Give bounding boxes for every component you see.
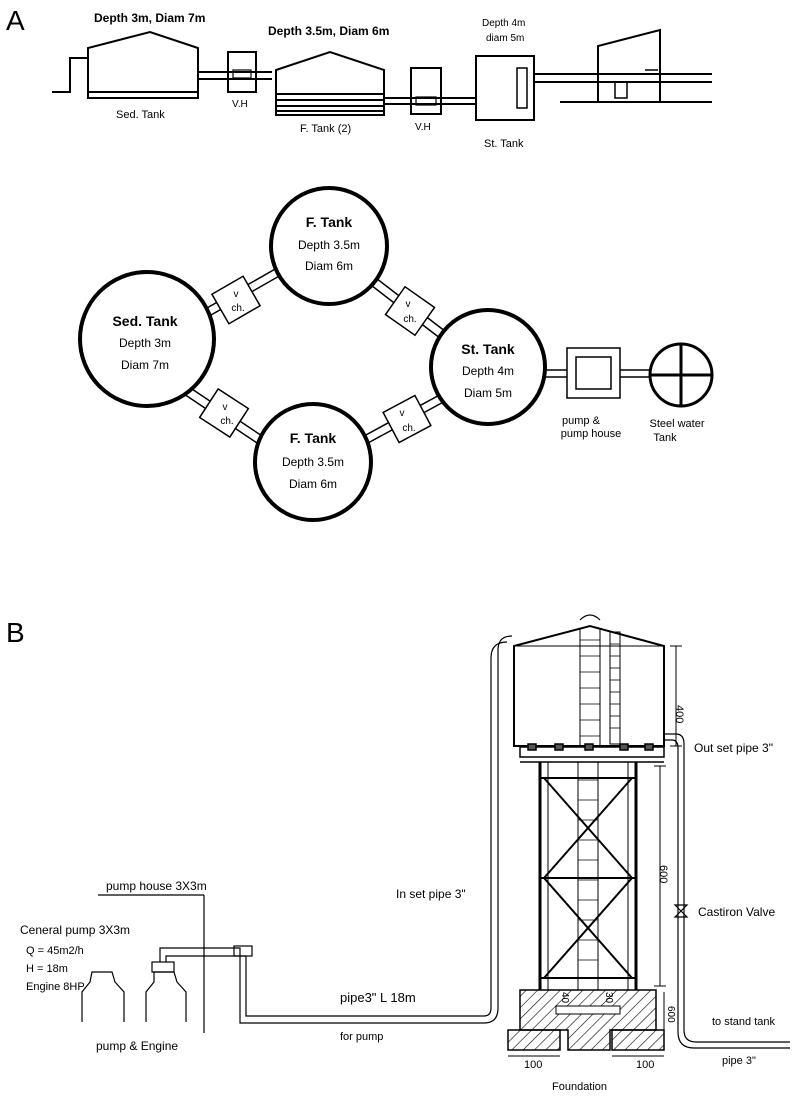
dim-30: 30 [603, 992, 614, 1004]
pipe-length-label: pipe3" L 18m [340, 990, 416, 1005]
st-tank-depth: Depth 4m [462, 364, 514, 378]
pump-label-2: pump house [561, 428, 622, 440]
pump-house-plan [566, 347, 621, 399]
ladder-rungs [578, 639, 620, 961]
valve-4-ch: ch. [402, 423, 415, 434]
pipe3-label: pipe 3" [722, 1055, 756, 1067]
panel-a-label: A [6, 5, 25, 36]
inlet-pipe-b [159, 635, 513, 1024]
valve-house-1 [227, 51, 257, 93]
sed-tank-name: Sed. Tank [112, 313, 177, 329]
dim-600b: 600 [665, 1006, 676, 1023]
valve-1-v: v [234, 289, 239, 300]
dim-100b: 100 [636, 1059, 654, 1071]
dimension-lines [508, 645, 682, 1057]
sed-tank-dims: Depth 3m, Diam 7m [94, 11, 205, 25]
valve-chamber-4 [382, 394, 432, 444]
sed-tank-depth: Depth 3m [119, 336, 171, 350]
f-tank-dims: Depth 3.5m, Diam 6m [268, 24, 389, 38]
f-tank-top-circle [269, 186, 389, 306]
for-pump-label: for pump [340, 1031, 383, 1043]
water-tower [507, 614, 665, 1051]
panel-b-labels: pump house 3X3m Ceneral pump 3X3m Q = 45… [20, 705, 775, 1093]
f-tank-bottom-circle [253, 402, 373, 522]
sed-tank-circle [78, 270, 216, 408]
central-pump-label: Ceneral pump 3X3m [20, 923, 130, 937]
f-tank-bottom-diam: Diam 6m [289, 477, 337, 491]
profile-labels: Depth 3m, Diam 7m Sed. Tank V.H Depth 3.… [94, 11, 525, 150]
dim-600a: 600 [657, 865, 669, 883]
dim-40: 40 [559, 992, 570, 1004]
valve-2-ch: ch. [403, 314, 416, 325]
f-tank-label: F. Tank (2) [300, 123, 351, 135]
valve-4-v: v [400, 408, 405, 419]
dim-400: 400 [673, 705, 685, 723]
in-set-pipe-label: In set pipe 3" [396, 887, 466, 901]
pump-engine [81, 961, 187, 1022]
st-tank-dims-1: Depth 4m [482, 18, 525, 29]
foundation-label: Foundation [552, 1081, 607, 1093]
inlet-pipe [52, 57, 88, 93]
f-tank-top-name: F. Tank [306, 214, 353, 230]
castiron-valve-symbol [673, 904, 689, 918]
vh2-label: V.H [415, 122, 431, 133]
f-tank-bottom-name: F. Tank [290, 430, 337, 446]
valve-1-ch: ch. [231, 303, 244, 314]
sed-tank-profile [87, 30, 199, 99]
st-tank-profile [475, 55, 535, 121]
sed-tank-label: Sed. Tank [116, 109, 165, 121]
to-stand-tank-label: to stand tank [712, 1016, 775, 1028]
steel-label-2: Tank [653, 432, 677, 444]
f-tank-bottom-depth: Depth 3.5m [282, 455, 344, 469]
h-label: H = 18m [26, 963, 68, 975]
valve-chamber-2 [384, 285, 436, 337]
plan-labels: v ch. v ch. v ch. v ch. F. Tank Depth 3.… [112, 214, 704, 491]
pump-house-label: pump house 3X3m [106, 879, 207, 893]
st-tank-diam: Diam 5m [464, 386, 512, 400]
st-tank-name: St. Tank [461, 341, 515, 357]
f-tank-profile [275, 50, 385, 116]
pump-house-profile [597, 28, 661, 102]
f-tank-top-diam: Diam 6m [305, 259, 353, 273]
st-tank-circle [429, 308, 547, 426]
vh1-label: V.H [232, 99, 248, 110]
pump-house-outline [98, 894, 205, 1033]
valve-3-ch: ch. [220, 416, 233, 427]
valve-3-v: v [223, 402, 228, 413]
steel-label-1: Steel water [649, 418, 704, 430]
engine-label: Engine 8HP [26, 981, 85, 993]
st-tank-dims-2: diam 5m [486, 33, 524, 44]
dim-100a: 100 [524, 1059, 542, 1071]
q-label: Q = 45m2/h [26, 945, 84, 957]
panel-b-label: B [6, 617, 25, 648]
pump-engine-label: pump & Engine [96, 1039, 178, 1053]
out-set-pipe-label: Out set pipe 3" [694, 741, 773, 755]
valve-chamber-3 [198, 387, 250, 439]
f-tank-top-depth: Depth 3.5m [298, 238, 360, 252]
sed-tank-diam: Diam 7m [121, 358, 169, 372]
pump-label-1: pump & [562, 415, 601, 427]
outlet-pipe-b [664, 733, 790, 1049]
plan-view [78, 186, 714, 522]
castiron-valve-label: Castiron Valve [698, 905, 775, 919]
valve-house-2 [410, 67, 442, 115]
st-tank-label: St. Tank [484, 138, 524, 150]
valve-2-v: v [406, 299, 411, 310]
profile-section [52, 28, 712, 121]
valve-chamber-1 [210, 275, 262, 325]
